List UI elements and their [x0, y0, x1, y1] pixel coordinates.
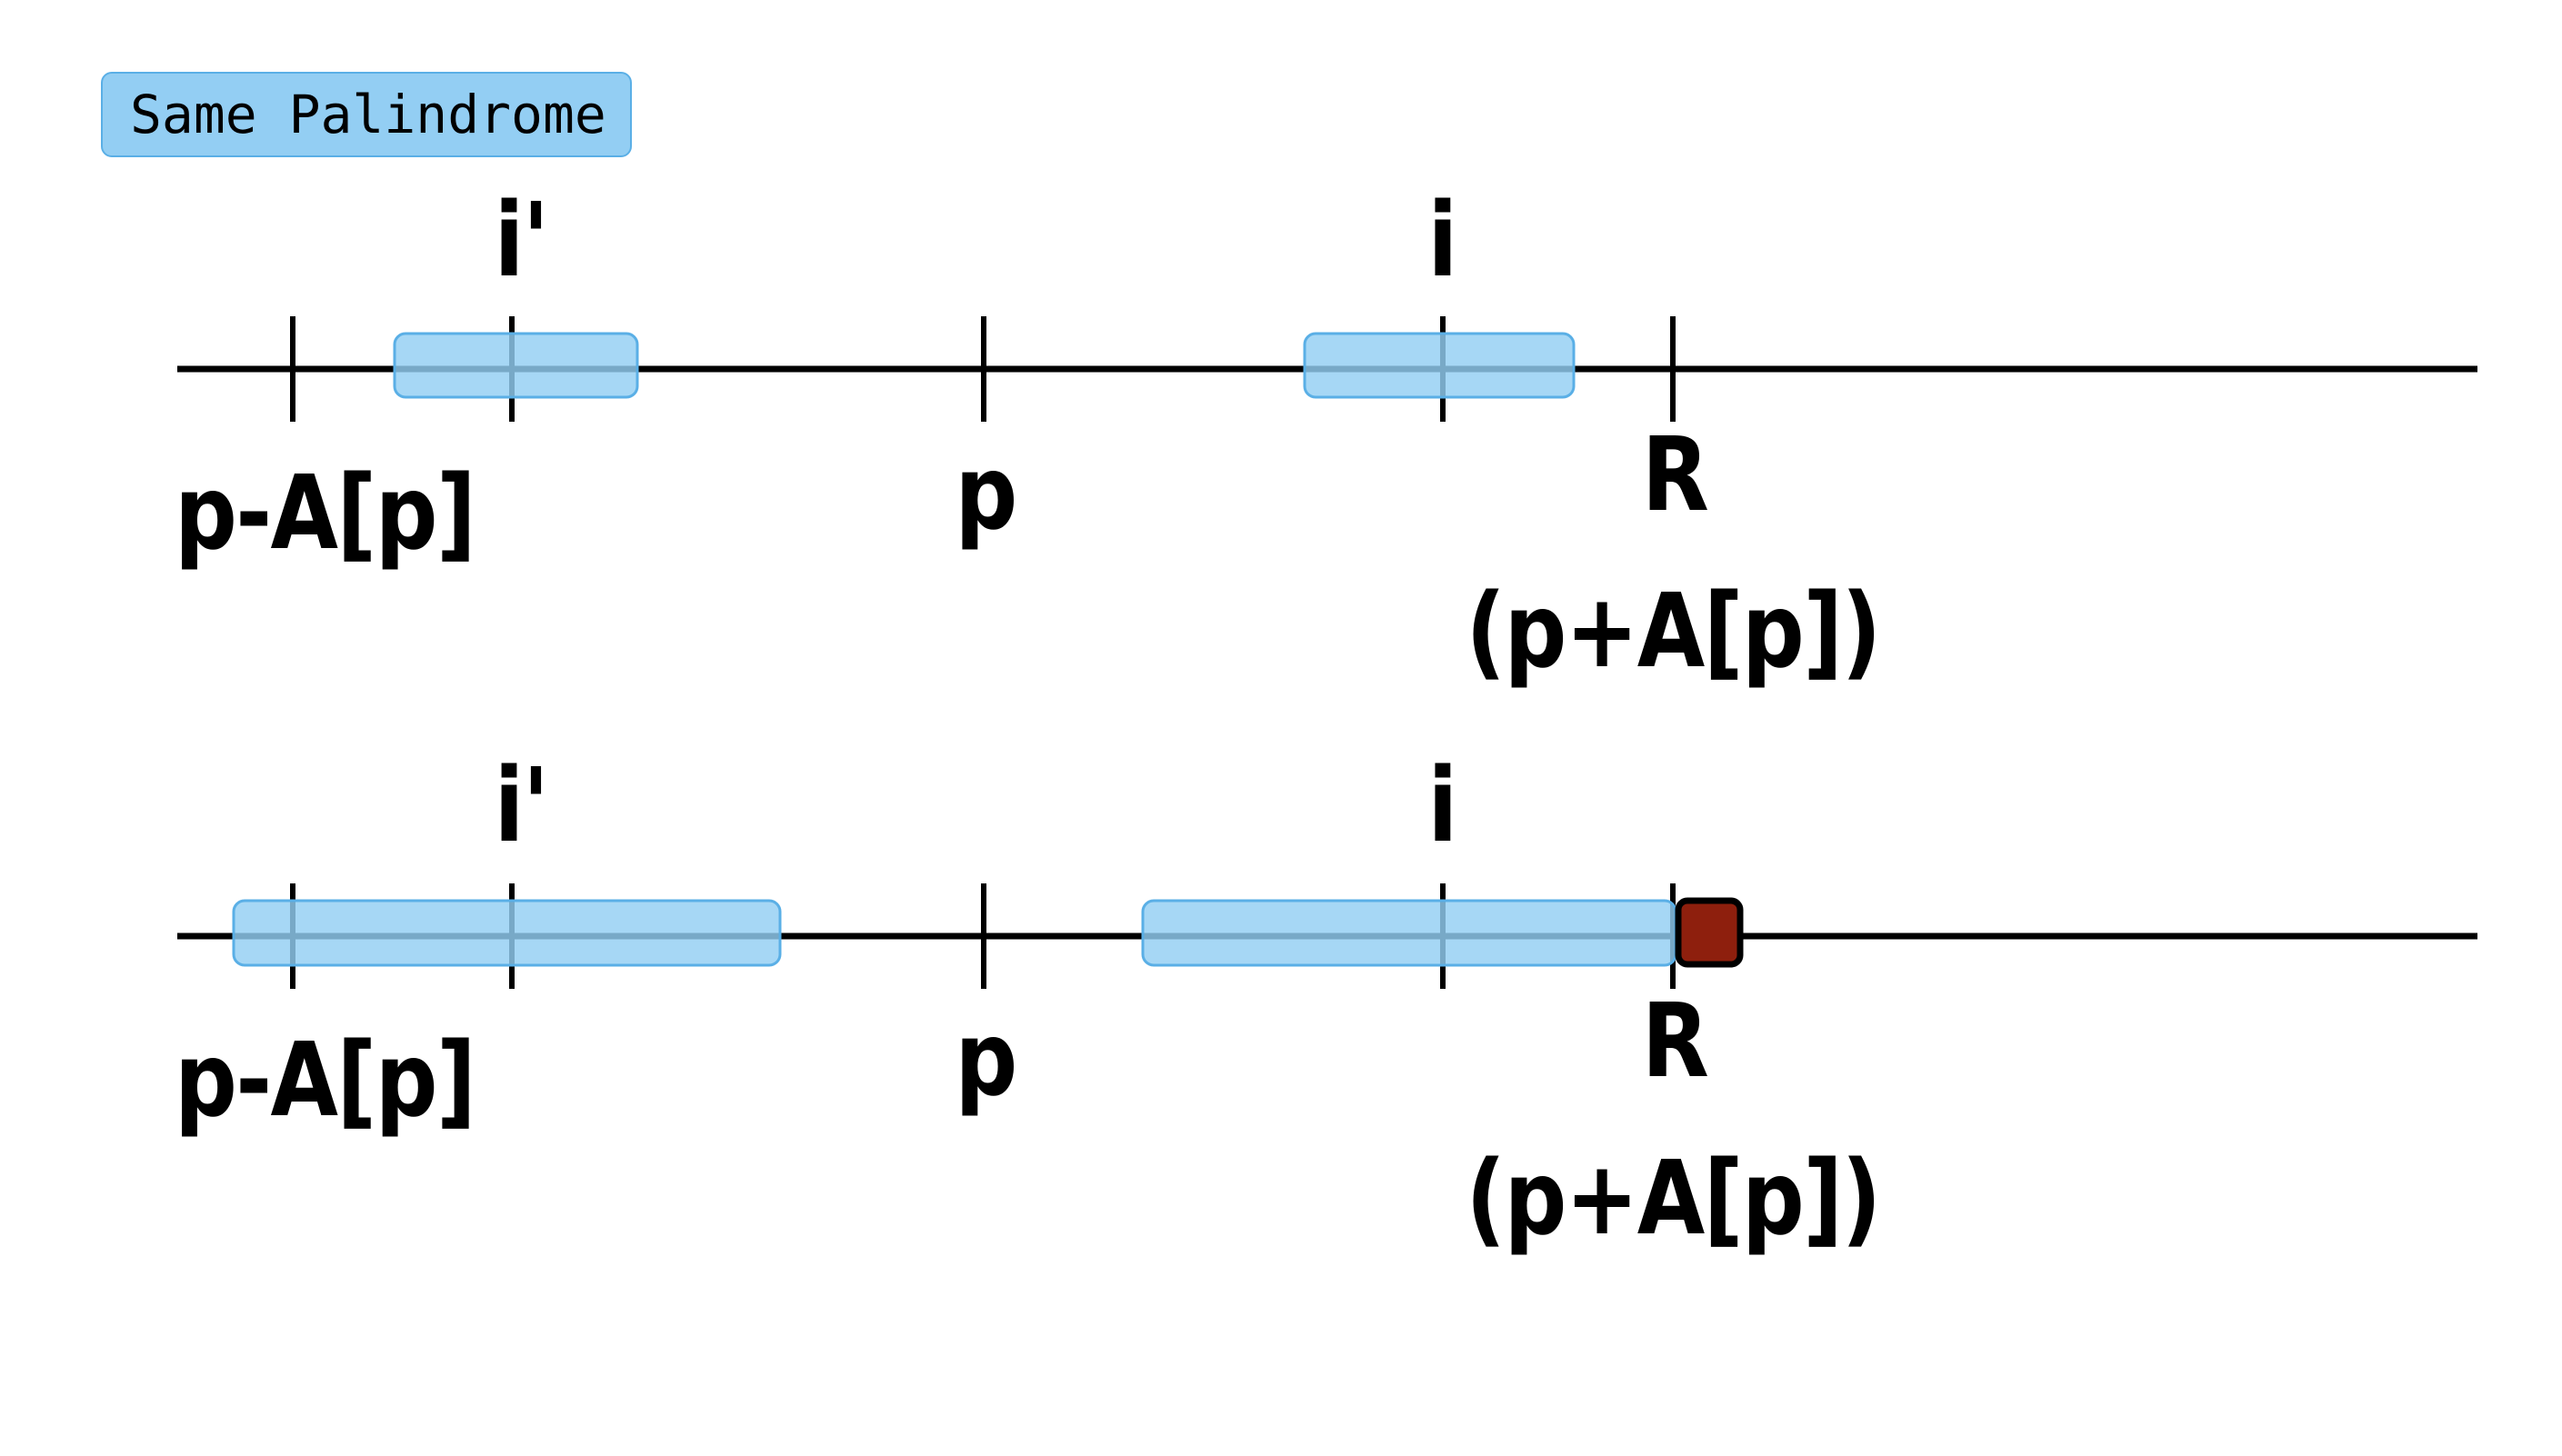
label-R-top: R	[1641, 416, 1709, 534]
label-i-prime-top: i'	[494, 182, 549, 300]
palindrome-around-i-bottom	[1141, 899, 1677, 967]
label-R-expression-bottom: (p+A[p])	[1466, 1140, 1881, 1258]
label-i-top: i	[1427, 182, 1457, 300]
label-R-expression-top: (p+A[p])	[1466, 573, 1881, 691]
label-center-p-top: p	[955, 434, 1017, 553]
palindrome-around-i-prime-top	[393, 332, 639, 399]
palindrome-around-i-prime-bottom	[232, 899, 782, 967]
label-i-bottom: i	[1427, 747, 1457, 865]
label-left-bound-top: p-A[p]	[175, 454, 476, 573]
legend-label: Same Palindrome	[130, 84, 606, 145]
label-R-bottom: R	[1641, 982, 1709, 1101]
label-left-bound-bottom: p-A[p]	[175, 1022, 476, 1140]
palindrome-around-i-top	[1303, 332, 1576, 399]
overflow-marker-beyond-R	[1675, 897, 1744, 968]
legend-same-palindrome: Same Palindrome	[101, 72, 632, 157]
label-i-prime-bottom: i'	[494, 747, 549, 865]
label-center-p-bottom: p	[955, 1001, 1017, 1119]
